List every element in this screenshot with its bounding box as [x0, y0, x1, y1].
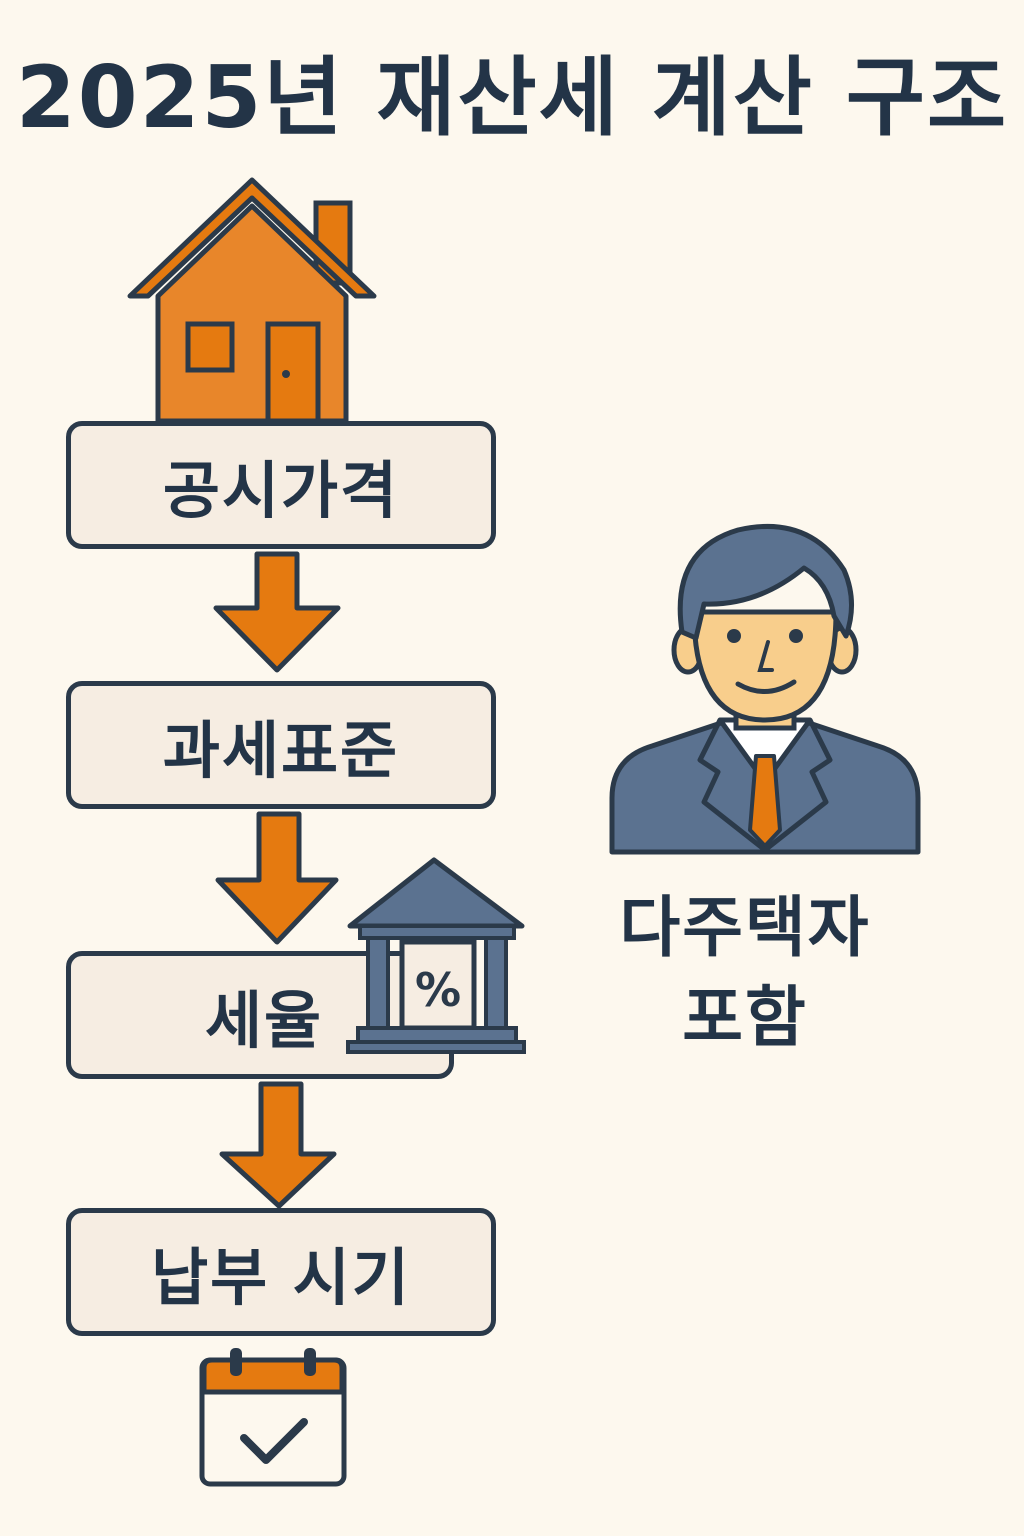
step-label: 세율	[205, 984, 324, 1057]
bank-percent-icon: %	[346, 857, 526, 1054]
down-arrow-icon	[215, 811, 339, 945]
calendar-check-icon	[199, 1348, 347, 1487]
step-label: 과세표준	[162, 714, 400, 787]
person-label-line1: 다주택자	[619, 889, 871, 966]
businessman-icon	[609, 524, 921, 855]
page-title: 2025년 재산세 계산 구조	[15, 48, 1009, 148]
step-box-payment-period: 납부 시기	[66, 1208, 496, 1336]
step-label: 납부 시기	[151, 1241, 411, 1314]
house-icon	[127, 177, 377, 424]
down-arrow-icon	[219, 1081, 337, 1209]
percent-sign: %	[415, 963, 461, 1017]
down-arrow-icon	[213, 551, 341, 673]
step-label: 공시가격	[162, 454, 400, 527]
person-label-line2: 포함	[682, 979, 808, 1056]
step-box-tax-base: 과세표준	[66, 681, 496, 809]
step-box-published-price: 공시가격	[66, 421, 496, 549]
